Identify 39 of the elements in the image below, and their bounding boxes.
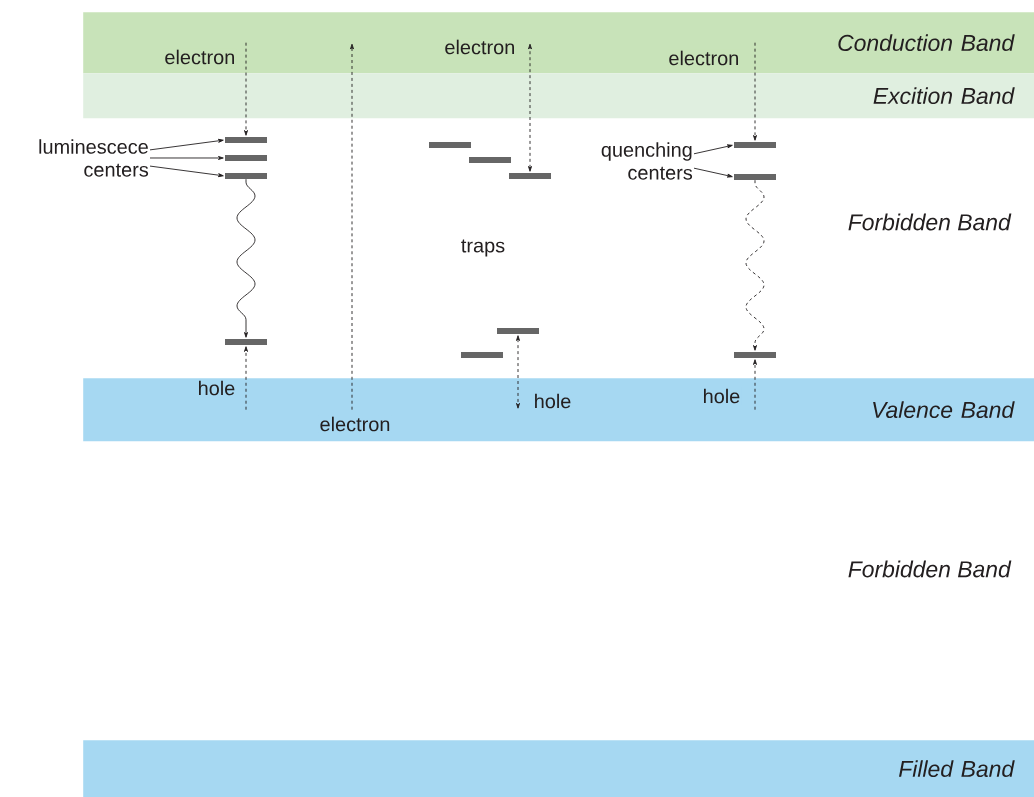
band-rectangle: Excition Band [83,73,1034,119]
edge-label: hole [532,392,573,410]
center-label: luminescece centers [39,139,149,177]
energy-level-bar [734,352,776,358]
leader-arrow [149,138,224,151]
edge-label: electron [666,49,741,67]
leader-arrow [693,167,733,178]
arrow [753,42,757,141]
wavy-arrow [236,178,256,338]
edge-label: electron [162,48,237,66]
arrow [350,43,354,411]
energy-level-bar [461,352,503,358]
edge-label: electron [318,415,392,433]
band-label: Forbidden Band [848,213,1012,231]
edge-label: hole [196,379,237,397]
center-label: quenching centers [601,142,693,180]
arrow [528,43,532,172]
edge-label: electron [442,38,517,56]
energy-level-bar [225,155,267,161]
energy-level-bar [497,328,539,334]
edge-label: hole [701,387,742,405]
energy-level-bar [734,174,776,180]
leader-arrow [149,156,224,160]
energy-level-bar [225,339,267,345]
band-label: Forbidden Band [848,560,1012,578]
arrow [244,346,248,411]
energy-level-bar [225,137,267,143]
energy-level-bar [734,142,776,148]
energy-level-bar [429,142,471,148]
wavy-arrow [745,179,765,351]
energy-level-bar [469,157,511,163]
arrow [753,359,757,411]
region-label: traps [461,239,505,257]
leader-arrow [149,165,224,178]
energy-level-bar [509,173,551,179]
energy-level-bar [225,173,267,179]
arrow [244,42,248,136]
leader-arrow [693,144,733,155]
arrow [516,335,520,409]
